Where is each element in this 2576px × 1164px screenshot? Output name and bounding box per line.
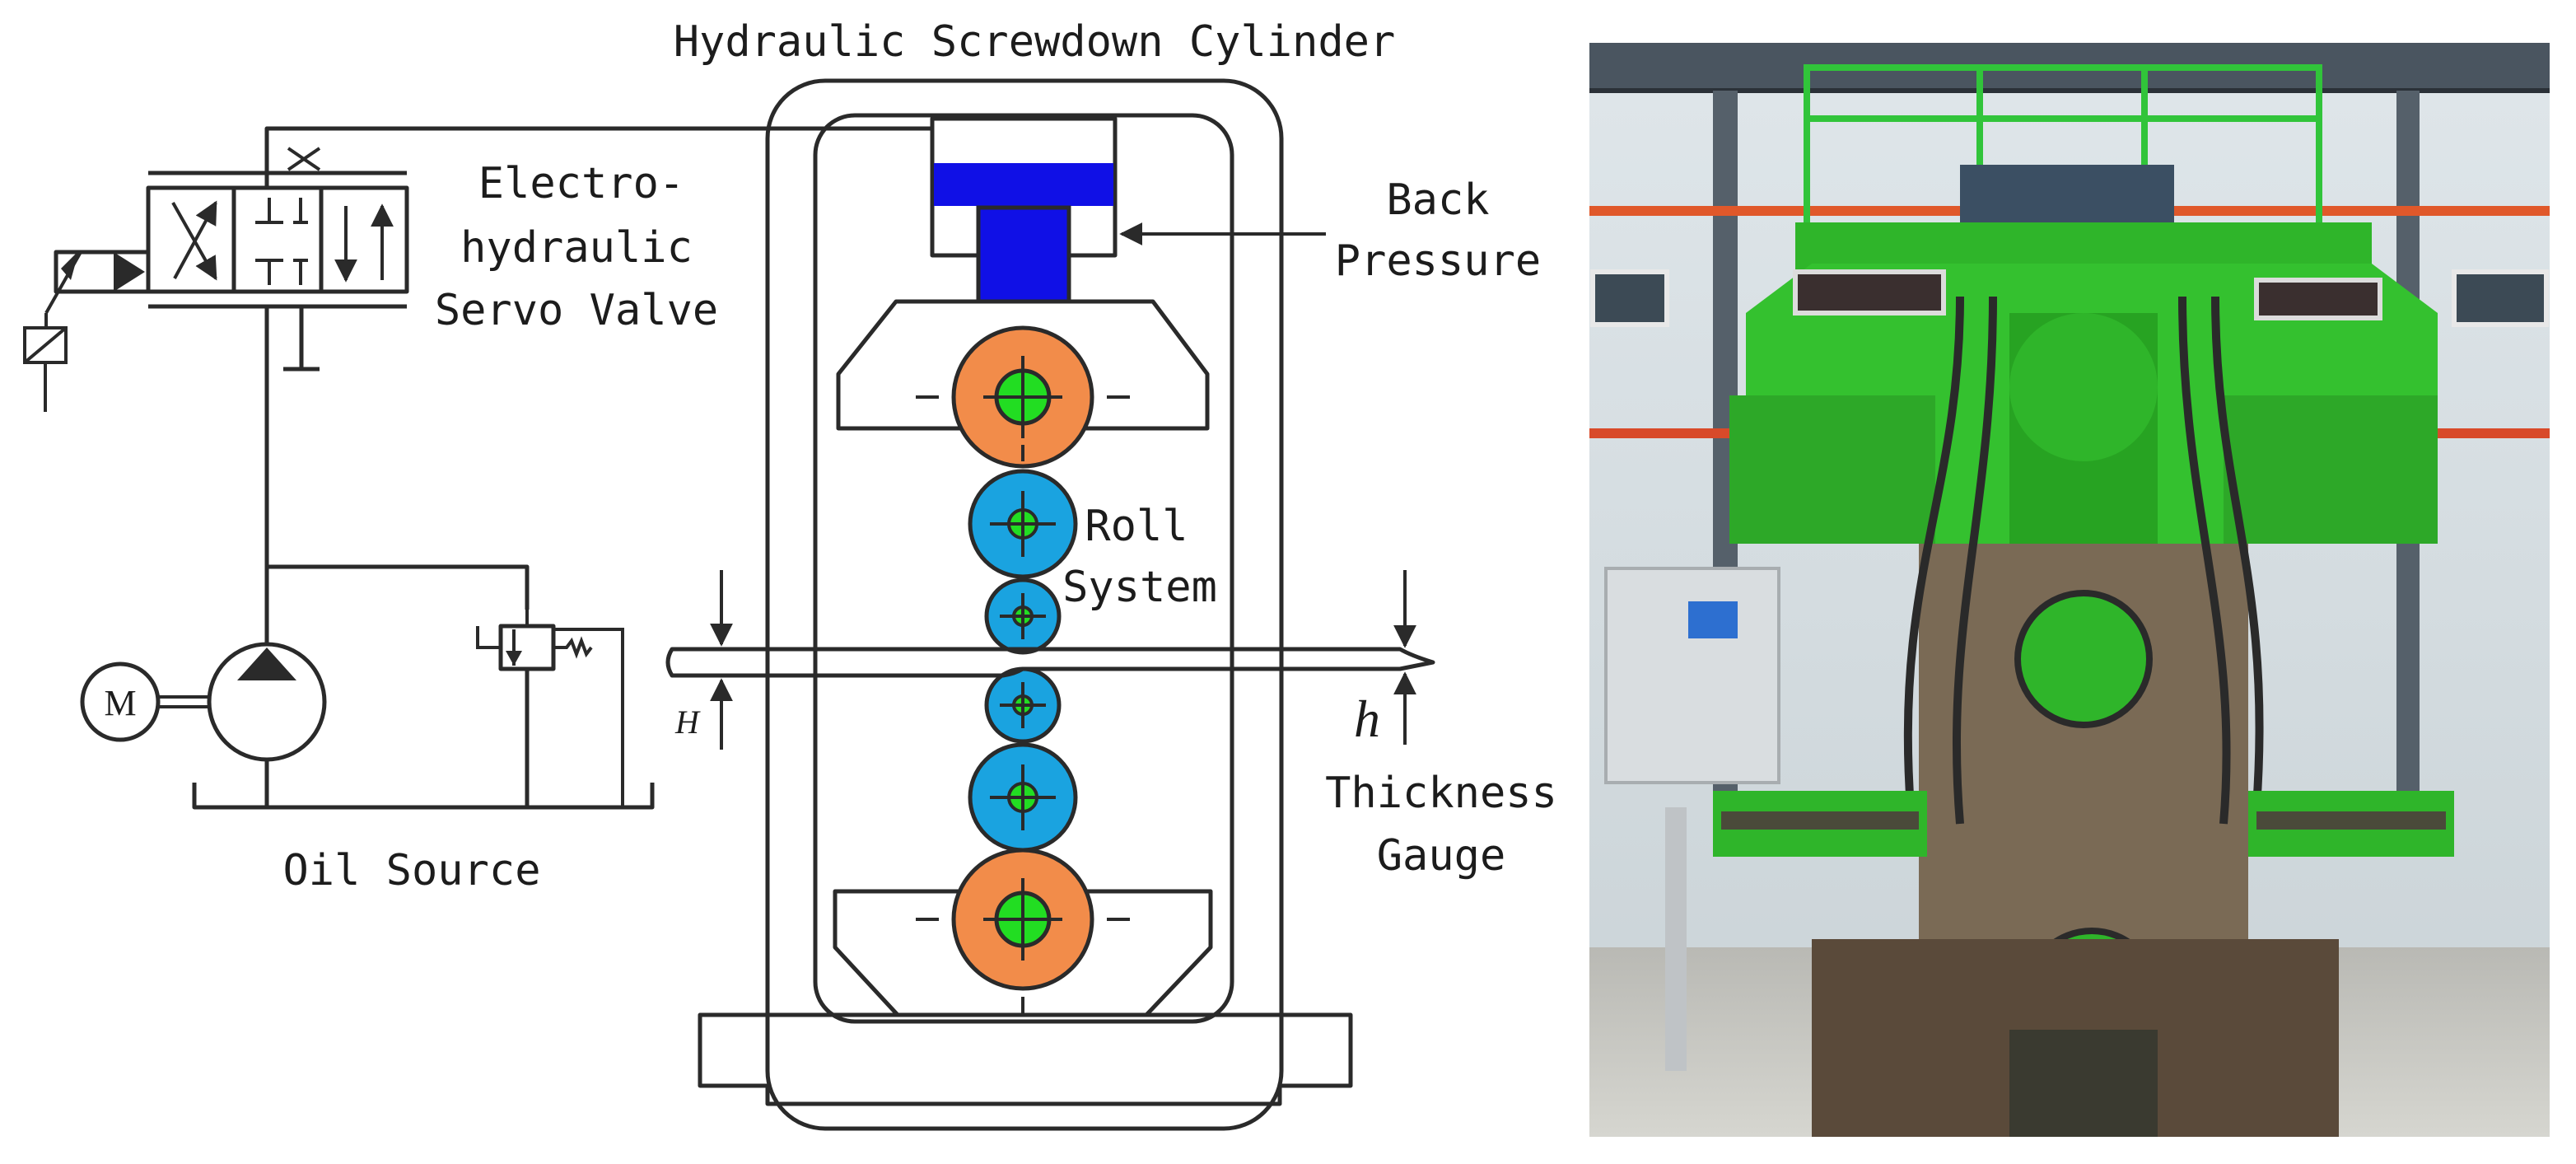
back-pressure-label-1: Back <box>1386 175 1489 225</box>
mill-stand-frame <box>698 78 1353 1131</box>
strip <box>665 647 1435 678</box>
oil-source: M <box>80 306 655 810</box>
roll-system-label-1: Roll <box>1085 502 1188 551</box>
motor-symbol: M <box>104 683 136 723</box>
cylinder-rod <box>976 205 1071 304</box>
roll-system <box>916 325 1130 1015</box>
bottom-work-roll <box>984 666 1062 744</box>
lower-chock <box>833 889 1213 1017</box>
bottom-backup-roll <box>916 848 1130 1015</box>
cylinder-piston <box>934 163 1113 206</box>
roll-system-label-2: System <box>1062 563 1217 612</box>
entry-thickness-symbol: H <box>674 704 701 741</box>
oil-source-label: Oil Source <box>282 846 540 895</box>
upper-chock <box>836 299 1210 431</box>
back-pressure-label-2: Pressure <box>1335 236 1541 286</box>
servo-valve-label-3: Servo Valve <box>435 286 718 335</box>
thickness-gauge-label-1: Thickness <box>1325 769 1557 818</box>
servo-valve-label-2: hydraulic <box>460 223 693 273</box>
servo-valve-label-1: Electro- <box>478 159 684 208</box>
top-backup-roll <box>916 325 1130 469</box>
servo-valve <box>23 126 932 412</box>
cylinder-title: Hydraulic Screwdown Cylinder <box>674 17 1396 67</box>
top-intermediate-roll <box>968 469 1078 579</box>
exit-thickness-dimension: h <box>1354 570 1416 748</box>
top-work-roll <box>984 577 1062 655</box>
hydraulic-cylinder <box>930 116 1118 304</box>
exit-thickness-symbol: h <box>1354 690 1380 748</box>
bottom-intermediate-roll <box>968 742 1078 853</box>
thickness-gauge-label-2: Gauge <box>1377 831 1506 881</box>
motor-icon <box>80 661 161 742</box>
entry-thickness-dimension: H <box>674 570 733 750</box>
rolling-mill-photo <box>1589 43 2550 1137</box>
